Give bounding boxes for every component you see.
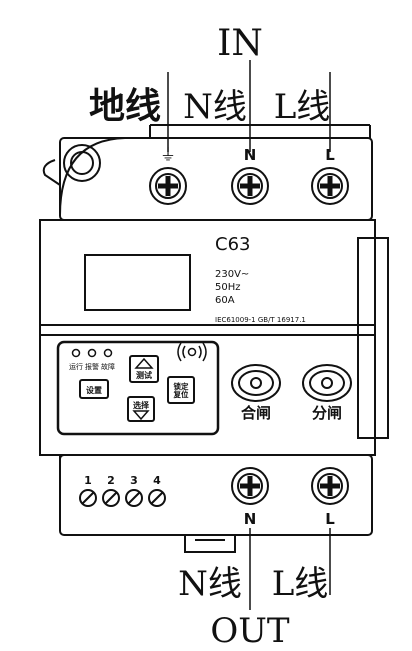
indicator-fault: 故障: [101, 362, 115, 371]
aux-label-3: 3: [130, 474, 138, 487]
terminal-label-n-bottom: N: [244, 510, 257, 528]
lock-reset-button[interactable]: 锁定复位: [167, 376, 195, 404]
label-ground-wire: 地线: [89, 85, 161, 127]
close-label: 合闸: [240, 404, 271, 422]
terminal-label-l-bottom: L: [325, 510, 335, 528]
label-out: OUT: [210, 611, 290, 651]
test-up-button[interactable]: 测试: [129, 355, 159, 383]
model-label: C63: [215, 234, 250, 255]
set-button[interactable]: 设置: [79, 379, 109, 399]
terminal-screw-icon: [311, 467, 349, 505]
aux-label-4: 4: [153, 474, 161, 487]
triangle-down-icon: [132, 410, 150, 421]
open-button[interactable]: [302, 364, 352, 402]
terminal-screw-icon: [311, 167, 349, 205]
label-neutral-wire-out: N线: [178, 564, 242, 604]
standard-label: IEC61009-1 GB/T 16917.1: [215, 316, 306, 324]
open-label: 分闸: [312, 404, 342, 422]
indicator-leds: [71, 348, 113, 358]
test-button-label: 测试: [136, 370, 152, 380]
select-button-label: 选择: [133, 400, 150, 410]
current-rating: 60A: [215, 295, 235, 306]
label-in: IN: [217, 23, 263, 64]
lock-reset-label: 锁定复位: [173, 381, 189, 399]
terminal-label-l: L: [325, 146, 335, 164]
aux-terminals: 1 2 3 4: [79, 474, 166, 507]
aux-label-1: 1: [84, 474, 92, 487]
indicator-run: 运行: [69, 362, 83, 371]
label-neutral-wire-in: N线: [183, 87, 247, 127]
breaker-body: [39, 124, 389, 553]
aux-label-2: 2: [107, 474, 115, 487]
lcd-screen: [84, 254, 191, 311]
lock-screw: [42, 144, 101, 186]
bottom-leader-lines: [249, 528, 331, 610]
select-down-button[interactable]: 选择: [127, 396, 155, 422]
label-live-wire-out: L线: [272, 564, 329, 604]
triangle-up-icon: [134, 357, 154, 369]
label-live-wire-in: L线: [274, 87, 331, 127]
voltage-rating: 230V~: [215, 269, 249, 280]
set-button-label: 设置: [86, 385, 102, 395]
ground-symbol: ⏚: [160, 145, 176, 164]
terminal-screw-icon: [231, 467, 269, 505]
indicator-alarm: 报警: [85, 362, 99, 371]
terminal-label-n: N: [244, 146, 257, 164]
terminal-screw-icon: [231, 167, 269, 205]
sound-wave-icon: [177, 342, 207, 362]
close-button[interactable]: [231, 364, 281, 402]
control-panel: [56, 340, 220, 436]
frequency-rating: 50Hz: [215, 282, 241, 293]
terminal-screw-icon: [149, 167, 187, 205]
